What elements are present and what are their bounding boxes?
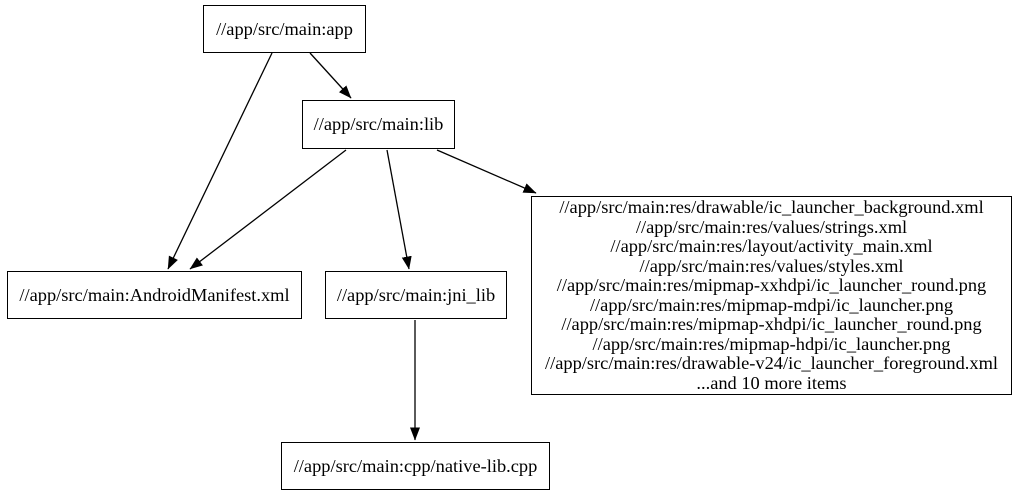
res-file-item: //app/src/main:res/drawable-v24/ic_launc…	[545, 353, 998, 373]
edge-app-to-lib	[309, 52, 352, 99]
node-lib: //app/src/main:lib	[302, 100, 455, 149]
node-app-label: //app/src/main:app	[216, 18, 353, 39]
node-app: //app/src/main:app	[203, 5, 366, 53]
node-lib-label: //app/src/main:lib	[313, 114, 444, 135]
res-files-more-items: ...and 10 more items	[696, 372, 847, 393]
node-jni-lib-label: //app/src/main:jni_lib	[336, 284, 496, 305]
node-native-lib-cpp-label: //app/src/main:cpp/native-lib.cpp	[293, 455, 538, 476]
node-android-manifest: //app/src/main:AndroidManifest.xml	[7, 271, 302, 319]
res-file-item: //app/src/main:res/values/strings.xml	[635, 216, 908, 237]
res-file-item: //app/src/main:res/mipmap-xxhdpi/ic_laun…	[556, 275, 987, 295]
node-android-manifest-label: //app/src/main:AndroidManifest.xml	[19, 284, 290, 305]
res-file-item: //app/src/main:res/mipmap-mdpi/ic_launch…	[589, 294, 954, 315]
res-file-item: //app/src/main:res/mipmap-xhdpi/ic_launc…	[561, 314, 982, 334]
res-file-item: //app/src/main:res/values/styles.xml	[639, 255, 904, 276]
node-native-lib-cpp: //app/src/main:cpp/native-lib.cpp	[281, 442, 550, 490]
res-file-item: //app/src/main:res/layout/activity_main.…	[610, 236, 933, 256]
edge-lib-to-jni-lib	[386, 149, 412, 270]
node-res-files-group: //app/src/main:res/drawable/ic_launcher_…	[531, 196, 1012, 395]
edge-app-to-android-manifest	[167, 52, 273, 270]
edge-lib-to-res-files	[436, 149, 537, 194]
res-file-item: //app/src/main:res/mipmap-hdpi/ic_launch…	[592, 333, 951, 354]
node-jni-lib: //app/src/main:jni_lib	[325, 271, 507, 319]
edge-lib-to-android-manifest	[189, 149, 347, 270]
res-file-item: //app/src/main:res/drawable/ic_launcher_…	[559, 197, 984, 217]
